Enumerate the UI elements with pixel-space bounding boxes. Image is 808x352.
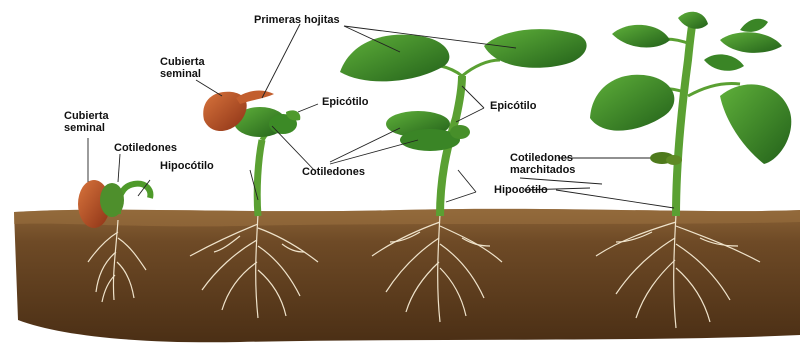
stage-4-leaf-right — [720, 84, 791, 164]
label-hipocotilo-2: Hipocótilo — [494, 184, 548, 196]
label-cubierta-seminal-1: Cubierta seminal — [64, 110, 109, 134]
label-hipocotilo-1: Hipocótilo — [160, 160, 214, 172]
label-epicotilo-2: Epicótilo — [490, 100, 536, 112]
stage-4-leaf-left — [590, 75, 674, 131]
label-primeras-hojitas: Primeras hojitas — [254, 14, 340, 26]
label-cotiledones-1: Cotiledones — [114, 142, 177, 154]
stage-3-first-leaf-left — [340, 35, 449, 82]
stage-1-cotyledon — [100, 183, 124, 217]
stage-3-first-leaf-right — [484, 29, 587, 68]
label-epicotilo-1: Epicótilo — [322, 96, 368, 108]
label-cotiledones-2: Cotiledones — [302, 166, 365, 178]
label-cubierta-seminal-2: Cubierta seminal — [160, 56, 205, 80]
label-cotiledones-marchitados: Cotiledones marchitados — [510, 152, 575, 176]
